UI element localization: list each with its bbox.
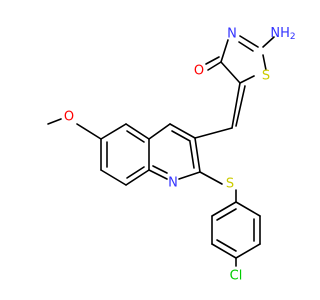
amine-label: NH2 [270,26,295,43]
bond-c2q-s [199,171,223,185]
bond-c2q-n1 [178,171,201,180]
bond-c2-n3-double [238,41,254,52]
bond-c2-n3 [239,35,259,48]
bond-ph-6-1 [235,201,261,217]
bond-c4-c3 [169,123,196,139]
thiazole-s-label: S [262,69,270,84]
bond-c5-ch [231,82,241,129]
bond-c4a-c5q [125,123,150,140]
bonds [47,35,275,267]
bond-c4-c5 [220,61,241,84]
bond-o-ch3 [47,118,62,125]
bond-ph-1-2-inner [216,208,237,221]
chlorine-label: Cl [230,269,243,284]
bond-c4a-c5q-inner [126,130,145,143]
molecule-structure: NH2 N S O O N S Cl [47,26,296,284]
bond-c6q-o [76,123,102,140]
carbonyl-o-label: O [194,64,204,79]
methoxy-o-label: O [64,110,74,125]
molecule-canvas: NH2 N S O O N S Cl [47,26,296,284]
bond-n1-c8a-inner [152,165,168,174]
bond-c5-s1 [239,75,255,84]
bond-c4-o-double [205,56,220,65]
bond-c4a-c4 [148,123,171,140]
bond-c3-c2q [194,137,201,173]
bond-c7q-c8q [100,169,127,186]
amine-label-text: NH [270,26,290,41]
bond-c4-o [207,61,222,71]
bond-c3-c2q-inner [189,141,195,169]
bond-c2-nh2 [262,36,275,48]
bond-n1-c8a [148,169,168,180]
bond-ph-3-4-inner [216,239,237,252]
thioether-s-label: S [226,177,234,192]
bond-ph-3-4 [211,243,237,259]
quinoline-n-label: N [168,176,178,191]
atom-labels: NH2 N S O O N S Cl [64,26,296,284]
bond-c5q-c6q [100,123,127,140]
thiazole-n-label: N [227,27,237,42]
bond-ph-4-5 [235,243,261,259]
bond-c5-ch-double [235,85,246,127]
bond-c8q-c8a [125,169,150,186]
bond-c8q-c8a-inner [126,166,145,179]
bond-c4-c3-inner [171,130,191,142]
bond-s1-c2 [262,54,267,71]
bond-ph-1-2 [211,201,237,217]
bond-n3-c4 [220,39,229,63]
bond-ch-c3 [194,127,233,139]
amine-label-subscript: 2 [290,32,296,42]
